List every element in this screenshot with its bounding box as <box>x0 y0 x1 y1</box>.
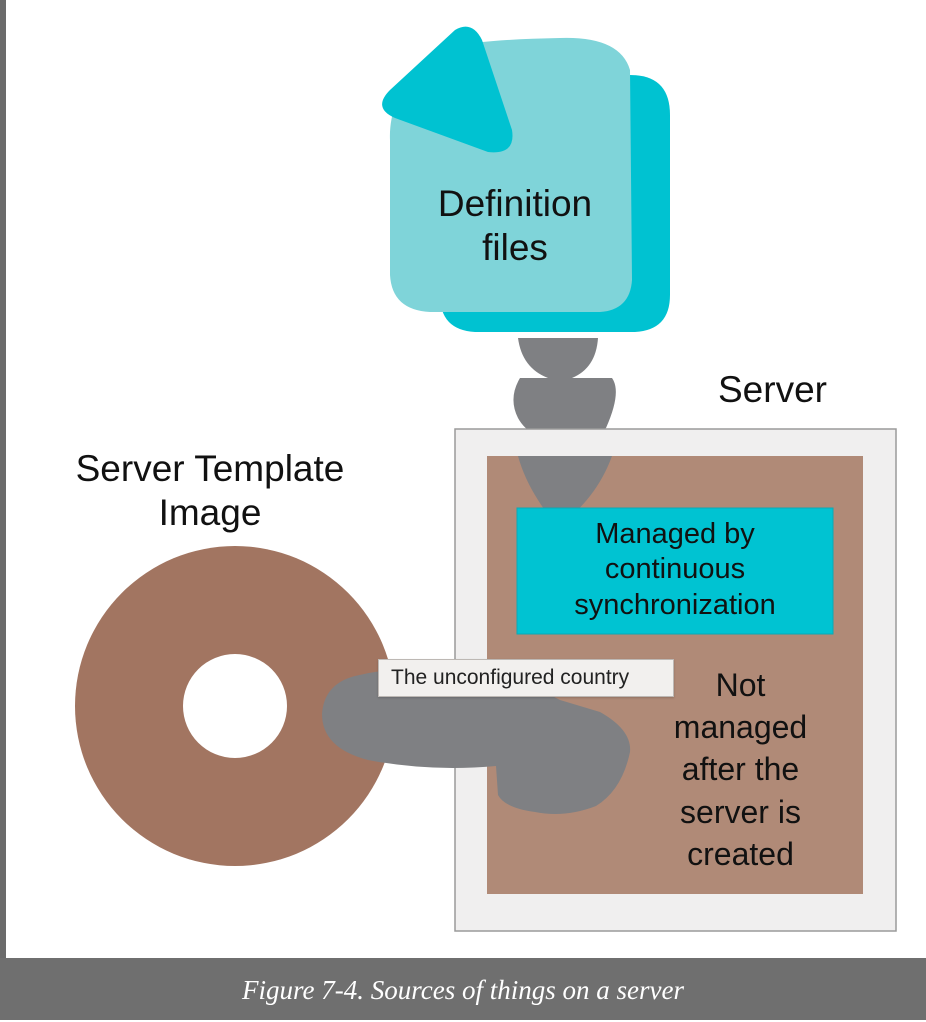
definition-arrow-tip <box>518 456 612 522</box>
definition-file-corner-shape <box>382 26 513 153</box>
figure-caption: Figure 7-4. Sources of things on a serve… <box>242 975 684 1005</box>
caption-bar: Figure 7-4. Sources of things on a serve… <box>0 958 926 1020</box>
tooltip: The unconfigured country <box>378 659 674 697</box>
server-label: Server <box>718 369 827 410</box>
not-managed-label: Not managed after the server is created <box>673 667 808 872</box>
managed-box <box>516 507 834 635</box>
server-template-label: Server Template Image <box>75 448 345 533</box>
definition-files-label: Definition files <box>437 183 593 268</box>
left-page-rule <box>0 0 6 958</box>
managed-label: Managed by continuous synchronization <box>574 518 776 621</box>
template-disc-hole <box>183 654 287 758</box>
template-to-server-arrow <box>322 668 631 814</box>
